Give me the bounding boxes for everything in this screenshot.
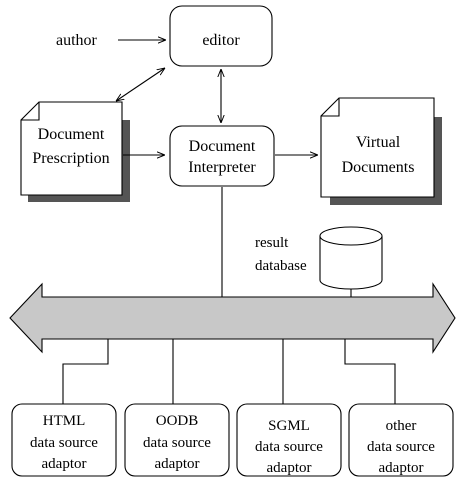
virtual-documents-node: Virtual Documents bbox=[320, 97, 442, 205]
document-prescription-line2: Prescription bbox=[32, 150, 109, 167]
document-interpreter-line2: Interpreter bbox=[188, 159, 256, 176]
result-database-label-line1: result bbox=[255, 235, 289, 251]
sgml-adaptor-line2: data source bbox=[255, 439, 323, 455]
other-adaptor-line1: other bbox=[386, 418, 417, 434]
result-database-label-line2: database bbox=[255, 258, 307, 274]
sgml-adaptor-node: SGML data source adaptor bbox=[236, 403, 342, 477]
other-adaptor-line2: data source bbox=[367, 439, 435, 455]
html-adaptor-line3: adaptor bbox=[42, 456, 87, 472]
virtual-documents-line2: Documents bbox=[342, 159, 415, 176]
oodb-adaptor-line1: OODB bbox=[156, 413, 199, 429]
document-prescription-node: Document Prescription bbox=[20, 101, 130, 202]
document-prescription-line1: Document bbox=[38, 126, 105, 143]
html-adaptor-line2: data source bbox=[30, 435, 98, 451]
editor-node: editor bbox=[169, 5, 273, 67]
bus-to-other-connector bbox=[344, 339, 396, 404]
sgml-adaptor-line1: SGML bbox=[268, 418, 310, 434]
editor-prescription-arrow bbox=[116, 68, 165, 101]
oodb-adaptor-line2: data source bbox=[143, 435, 211, 451]
oodb-adaptor-line3: adaptor bbox=[155, 456, 200, 472]
html-adaptor-node: HTML data source adaptor bbox=[11, 403, 117, 477]
other-adaptor-node: other data source adaptor bbox=[348, 403, 454, 477]
sgml-adaptor-line3: adaptor bbox=[267, 460, 312, 476]
author-label: author bbox=[56, 32, 98, 49]
document-interpreter-node: Document Interpreter bbox=[169, 125, 275, 187]
document-interpreter-line1: Document bbox=[189, 138, 256, 155]
data-bus-arrow bbox=[9, 282, 456, 354]
result-database-cylinder bbox=[319, 226, 383, 290]
editor-label: editor bbox=[202, 32, 240, 49]
other-adaptor-line3: adaptor bbox=[379, 460, 424, 476]
bus-to-html-connector bbox=[62, 339, 109, 404]
oodb-adaptor-node: OODB data source adaptor bbox=[124, 403, 230, 477]
virtual-documents-line1: Virtual bbox=[356, 134, 401, 151]
html-adaptor-line1: HTML bbox=[43, 413, 86, 429]
